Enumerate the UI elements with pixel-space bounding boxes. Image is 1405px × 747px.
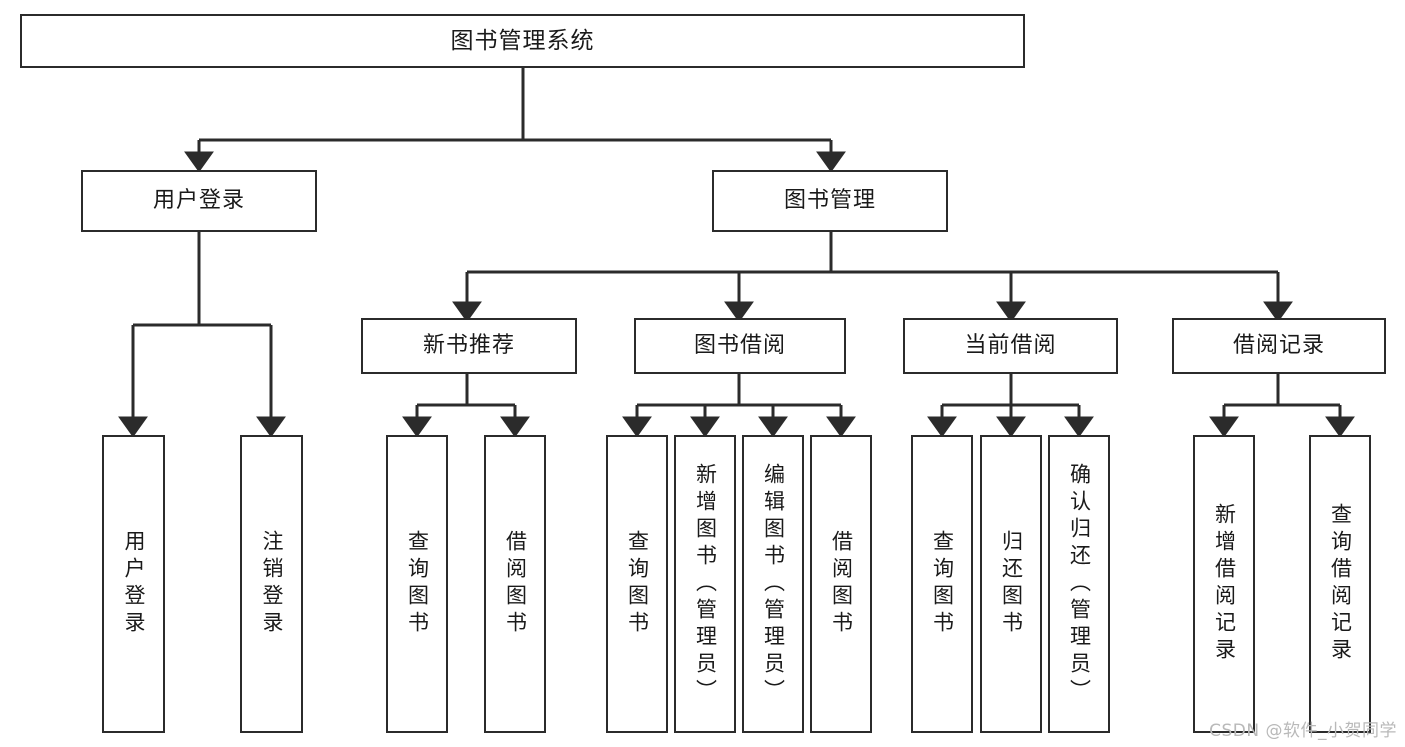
node-label: 编辑图书（管理员）	[761, 462, 786, 706]
node-book-borrow[interactable]: 图书借阅	[634, 318, 846, 374]
node-label: 图书借阅	[693, 333, 786, 358]
leaf-user-login[interactable]: 用户登录	[102, 435, 165, 733]
node-label: 确认归还（管理员）	[1067, 462, 1092, 706]
node-label: 图书管理	[783, 188, 876, 213]
node-label: 图书管理系统	[450, 27, 595, 54]
node-current-borrow[interactable]: 当前借阅	[903, 318, 1118, 374]
node-label: 新增图书（管理员）	[693, 462, 718, 706]
node-label: 新书推荐	[422, 333, 515, 358]
node-label: 新增借阅记录	[1212, 503, 1237, 665]
leaf-borrow-book-recommend[interactable]: 借阅图书	[484, 435, 546, 733]
node-label: 注销登录	[260, 530, 284, 638]
node-label: 查询图书	[930, 530, 955, 638]
node-label: 借阅记录	[1232, 333, 1325, 358]
node-label: 查询借阅记录	[1328, 503, 1353, 665]
leaf-query-book-borrow[interactable]: 查询图书	[606, 435, 668, 733]
node-book-management[interactable]: 图书管理	[712, 170, 948, 232]
leaf-return-book[interactable]: 归还图书	[980, 435, 1042, 733]
leaf-borrow-book[interactable]: 借阅图书	[810, 435, 872, 733]
leaf-add-borrow-record[interactable]: 新增借阅记录	[1193, 435, 1255, 733]
node-borrow-record[interactable]: 借阅记录	[1172, 318, 1386, 374]
leaf-query-book-recommend[interactable]: 查询图书	[386, 435, 448, 733]
node-user-login[interactable]: 用户登录	[81, 170, 317, 232]
leaf-query-book-current[interactable]: 查询图书	[911, 435, 973, 733]
csdn-watermark: CSDN @软件_小贺同学	[1209, 721, 1397, 741]
leaf-add-book-admin[interactable]: 新增图书（管理员）	[674, 435, 736, 733]
node-label: 借阅图书	[829, 530, 854, 638]
node-label: 用户登录	[122, 530, 146, 638]
node-root-book-management-system[interactable]: 图书管理系统	[20, 14, 1025, 68]
node-label: 查询图书	[405, 530, 430, 638]
node-label: 用户登录	[152, 188, 245, 213]
leaf-confirm-return-admin[interactable]: 确认归还（管理员）	[1048, 435, 1110, 733]
node-label: 借阅图书	[503, 530, 528, 638]
leaf-query-borrow-record[interactable]: 查询借阅记录	[1309, 435, 1371, 733]
node-label: 当前借阅	[964, 333, 1057, 358]
leaf-edit-book-admin[interactable]: 编辑图书（管理员）	[742, 435, 804, 733]
node-label: 归还图书	[999, 530, 1024, 638]
node-label: 查询图书	[625, 530, 650, 638]
node-new-book-recommend[interactable]: 新书推荐	[361, 318, 577, 374]
leaf-logout[interactable]: 注销登录	[240, 435, 303, 733]
